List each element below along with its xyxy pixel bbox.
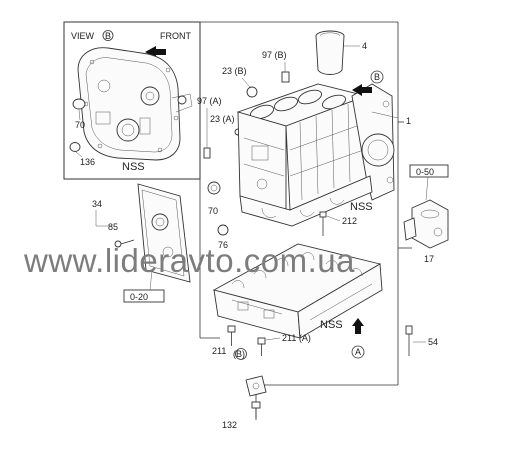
ref-circle-a	[351, 345, 365, 359]
bolt-211b	[227, 325, 236, 346]
front-arrow-icon	[145, 46, 166, 58]
callout-211a: 211 (A)	[282, 333, 311, 343]
ref-b: B	[374, 72, 380, 82]
ref-circle-211b	[235, 348, 247, 360]
callout-70: 70	[208, 206, 218, 216]
cylinder-liner	[315, 30, 345, 75]
inset-view-ref: B	[105, 31, 111, 41]
inset-view-ref-circle	[102, 30, 114, 41]
callout-54: 54	[428, 337, 438, 347]
callout-23b: 23 (B)	[222, 66, 247, 76]
nss-lower: NSS	[320, 319, 343, 331]
seal-70	[207, 181, 221, 195]
callout-23a: 23 (A)	[210, 114, 235, 124]
rear-plate	[137, 183, 191, 283]
direction-arrow-icon	[352, 84, 372, 96]
bolt-212	[319, 211, 327, 236]
ref-circle-b	[370, 70, 384, 84]
callout-76: 76	[218, 240, 228, 250]
callout-97b: 97 (B)	[262, 50, 287, 60]
inset-view-panel: VIEW B FRONT 70 136	[63, 21, 201, 180]
inset-nss-label: NSS	[122, 161, 145, 173]
gear-case-cover-drawing	[77, 47, 193, 161]
inset-callout-136: 136	[80, 157, 95, 167]
group-020: 0-20	[130, 292, 148, 302]
stud-54	[405, 325, 413, 356]
callout-85: 85	[108, 222, 118, 232]
nss-upper: NSS	[350, 201, 373, 213]
callout-211b-ref: (B)	[233, 349, 245, 359]
inset-view-label: VIEW	[71, 31, 95, 41]
callout-34: 34	[92, 199, 102, 209]
oil-filter-bracket	[403, 199, 449, 249]
callout-4: 4	[362, 41, 367, 51]
callout-132: 132	[222, 420, 237, 430]
watermark: www.lideravto.com.ua	[23, 242, 355, 279]
callout-97a: 97 (A)	[197, 96, 222, 106]
plug-97a	[203, 147, 211, 159]
callout-211b: 211	[212, 346, 226, 356]
inset-seal-70	[72, 98, 86, 110]
inset-seal-136	[69, 142, 81, 152]
bracket-132	[245, 375, 267, 418]
cylinder-block	[236, 83, 395, 227]
seal-76	[217, 224, 229, 236]
plug-97b	[281, 71, 290, 83]
callout-212: 212	[342, 216, 357, 226]
lower-crankcase	[212, 243, 383, 339]
inset-front-label: FRONT	[160, 31, 191, 41]
group-050: 0-50	[416, 167, 434, 177]
inset-callout-70: 70	[75, 120, 85, 130]
callout-17: 17	[424, 254, 434, 264]
plug-23b	[246, 86, 258, 98]
plate-bolt-85	[114, 239, 135, 248]
ref-a: A	[355, 347, 361, 357]
group-050-box	[409, 164, 449, 178]
bolt-211a	[257, 337, 266, 356]
group-020-box	[123, 289, 165, 303]
callout-1: 1	[406, 116, 411, 126]
up-arrow-icon	[352, 318, 364, 334]
main-frame-lines	[64, 21, 412, 420]
